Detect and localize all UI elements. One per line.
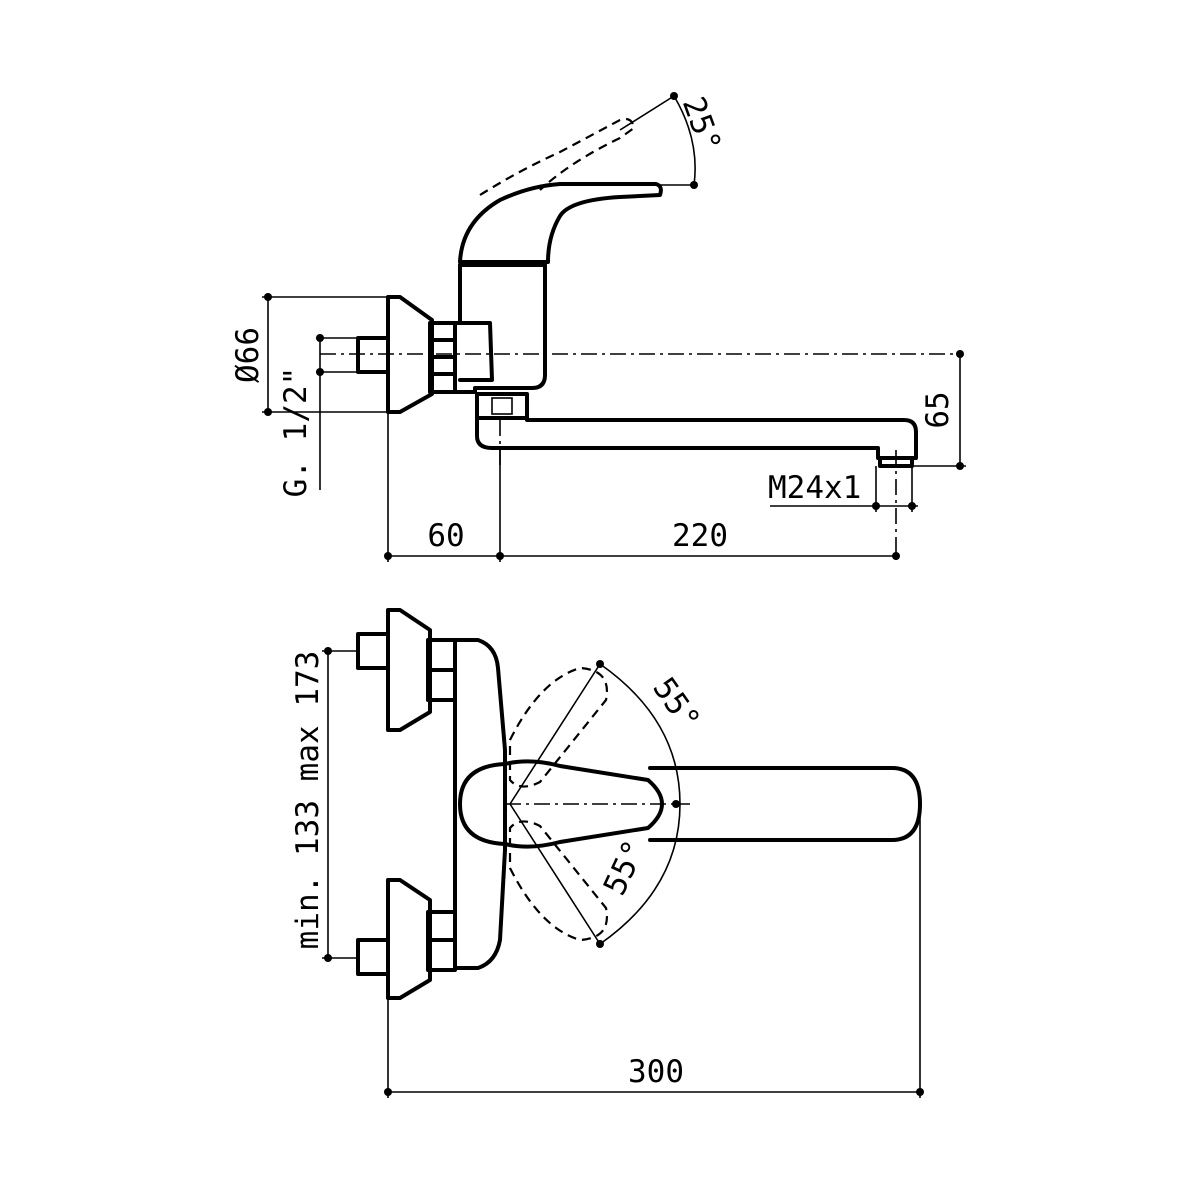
dim-dot <box>672 800 680 808</box>
upper-rosette <box>386 608 432 732</box>
upper-hex-nut <box>426 638 457 702</box>
dim-dot <box>316 368 324 376</box>
dim-dot <box>956 350 964 358</box>
dim-dot <box>670 92 678 100</box>
aerator-thread-label: M24x1 <box>768 470 861 506</box>
dim-dot <box>690 181 698 189</box>
spout-top <box>648 766 922 842</box>
dim-dot <box>384 552 392 560</box>
dim-dot <box>956 462 964 470</box>
inlet-pipe <box>356 336 390 374</box>
spout <box>475 416 918 460</box>
dim-dot <box>496 552 504 560</box>
lower-hex-nut <box>426 910 457 972</box>
spout-reach-label: 220 <box>672 518 728 554</box>
dim-dot <box>264 408 272 416</box>
outlet-height-label: 65 <box>920 391 956 428</box>
lever-angle-label: 25° <box>675 92 728 157</box>
lever-top <box>458 759 664 849</box>
lower-inlet-pipe <box>356 938 390 976</box>
rosette-diameter-label: Ø66 <box>230 327 266 383</box>
dim-dot <box>908 502 916 510</box>
wall-offset-label: 60 <box>427 518 464 554</box>
angle-arc-25 <box>673 95 696 186</box>
dim-dot <box>892 552 900 560</box>
dim-dot <box>596 940 604 948</box>
spout-collar-inner <box>491 397 513 415</box>
mixer-body <box>453 263 547 394</box>
dim-dot <box>324 647 332 655</box>
dim-dot <box>384 1088 392 1096</box>
dim-dot <box>916 1088 924 1096</box>
lever <box>458 182 663 264</box>
dim-dot <box>316 334 324 342</box>
angle-construction <box>509 663 601 945</box>
lower-rosette <box>386 878 432 1000</box>
side-view: Ø66 G. 1/2" 65 M24x1 60 220 <box>230 92 966 562</box>
inlet-spacing-label: min. 133 max 173 <box>290 651 326 950</box>
dim-dot <box>872 502 880 510</box>
angle-ref-line <box>619 95 675 131</box>
upper-inlet-pipe <box>356 632 390 670</box>
overall-length-label: 300 <box>628 1054 684 1090</box>
body-connector <box>458 321 494 382</box>
mixer-body-top <box>453 638 507 970</box>
dim-dot <box>324 954 332 962</box>
dim-dot <box>264 293 272 301</box>
lever-angle-lower-label: 55° <box>597 835 653 901</box>
lever-open-ghost <box>479 117 636 196</box>
lever-angle-upper-label: 55° <box>645 671 707 738</box>
dim-dot <box>596 660 604 668</box>
inlet-thread-label: G. 1/2" <box>278 367 314 498</box>
top-view: 55° 55° min. 133 max 173 300 <box>290 608 924 1098</box>
